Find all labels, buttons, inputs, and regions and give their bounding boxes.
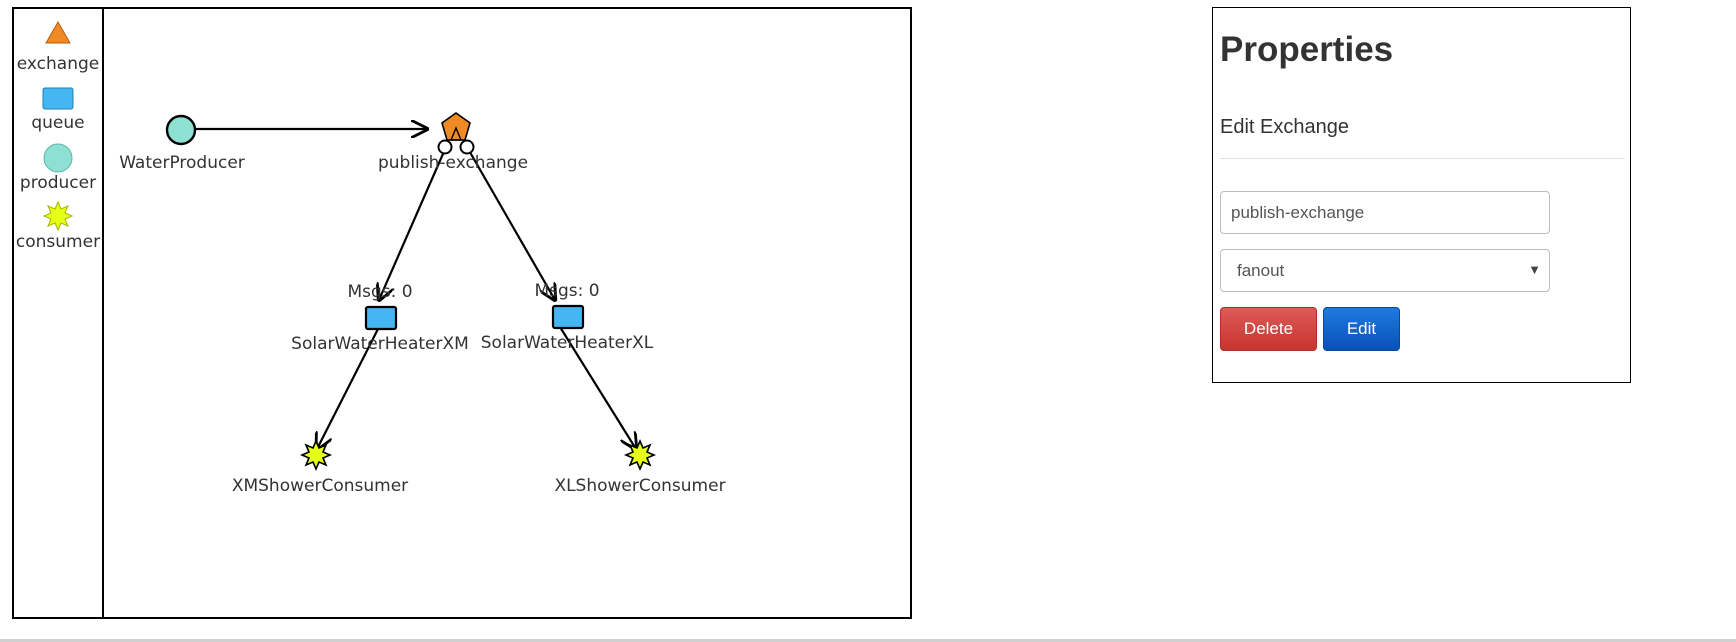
exchange-port-left-icon[interactable] — [437, 139, 453, 155]
palette-producer-label: producer — [20, 173, 96, 193]
properties-panel: Properties Edit Exchange fanout ▼ Delete… — [1212, 7, 1631, 383]
producer-circle-icon[interactable] — [165, 114, 197, 146]
consumer-xm-label: XMShowerConsumer — [232, 476, 408, 496]
consumer-xl-label: XLShowerConsumer — [554, 476, 725, 496]
star-burst-icon[interactable] — [42, 200, 74, 232]
queue-xl-msgs: Msgs: 0 — [534, 281, 599, 301]
queue-xm-msgs: Msgs: 0 — [347, 282, 412, 302]
rectangle-icon[interactable] — [42, 87, 74, 110]
edge-exchange-queue-xm[interactable] — [379, 146, 448, 300]
node-consumer-xm[interactable]: XMShowerConsumer — [232, 438, 408, 496]
properties-subtitle: Edit Exchange — [1220, 116, 1349, 138]
exchange-type-select[interactable]: fanout ▼ — [1220, 249, 1550, 292]
edge-queue-xl-consumer[interactable] — [559, 326, 636, 449]
producer-label: WaterProducer — [119, 153, 245, 173]
queue-xl-label: SolarWaterHeaterXL — [481, 333, 654, 353]
palette-exchange-label: exchange — [17, 54, 100, 74]
properties-title: Properties — [1220, 30, 1394, 69]
window-bottom-border — [0, 639, 1736, 642]
consumer-xl-star-burst-icon[interactable] — [623, 438, 657, 472]
exchange-port-right-icon[interactable] — [459, 139, 475, 155]
node-consumer-xl[interactable]: XLShowerConsumer — [554, 438, 726, 496]
palette-consumer[interactable]: consumer — [16, 200, 100, 252]
palette-queue-label: queue — [31, 113, 84, 133]
triangle-icon[interactable] — [45, 20, 71, 44]
properties-divider — [1220, 158, 1625, 159]
exchange-label: publish-exchange — [378, 153, 528, 173]
edge-exchange-queue-xl[interactable] — [466, 146, 555, 300]
edit-button[interactable]: Edit — [1323, 307, 1400, 351]
chevron-down-icon: ▼ — [1528, 262, 1541, 277]
node-queue-xm[interactable]: Msgs: 0 SolarWaterHeaterXM — [291, 282, 469, 354]
node-publish-exchange[interactable]: publish-exchange — [378, 112, 528, 173]
palette-exchange[interactable]: exchange — [17, 20, 100, 74]
edge-queue-xm-consumer[interactable] — [317, 326, 380, 449]
palette-consumer-label: consumer — [16, 232, 100, 252]
queue-xm-rectangle-icon[interactable] — [364, 305, 398, 331]
exchange-name-input[interactable] — [1220, 191, 1550, 234]
palette-producer[interactable]: producer — [20, 143, 96, 193]
diagram-canvas[interactable]: exchange queue producer consumer WaterPr… — [12, 7, 912, 619]
queue-xm-label: SolarWaterHeaterXM — [291, 334, 469, 354]
queue-xl-rectangle-icon[interactable] — [551, 304, 585, 330]
exchange-type-value: fanout — [1237, 261, 1285, 280]
delete-button[interactable]: Delete — [1220, 307, 1317, 351]
exchange-inner-triangle-icon — [449, 126, 463, 141]
circle-icon[interactable] — [43, 143, 73, 173]
diagram-svg[interactable]: exchange queue producer consumer WaterPr… — [14, 9, 910, 617]
node-queue-xl[interactable]: Msgs: 0 SolarWaterHeaterXL — [481, 281, 654, 353]
node-water-producer[interactable]: WaterProducer — [119, 114, 245, 173]
palette-queue[interactable]: queue — [31, 87, 85, 133]
consumer-xm-star-burst-icon[interactable] — [299, 438, 333, 472]
